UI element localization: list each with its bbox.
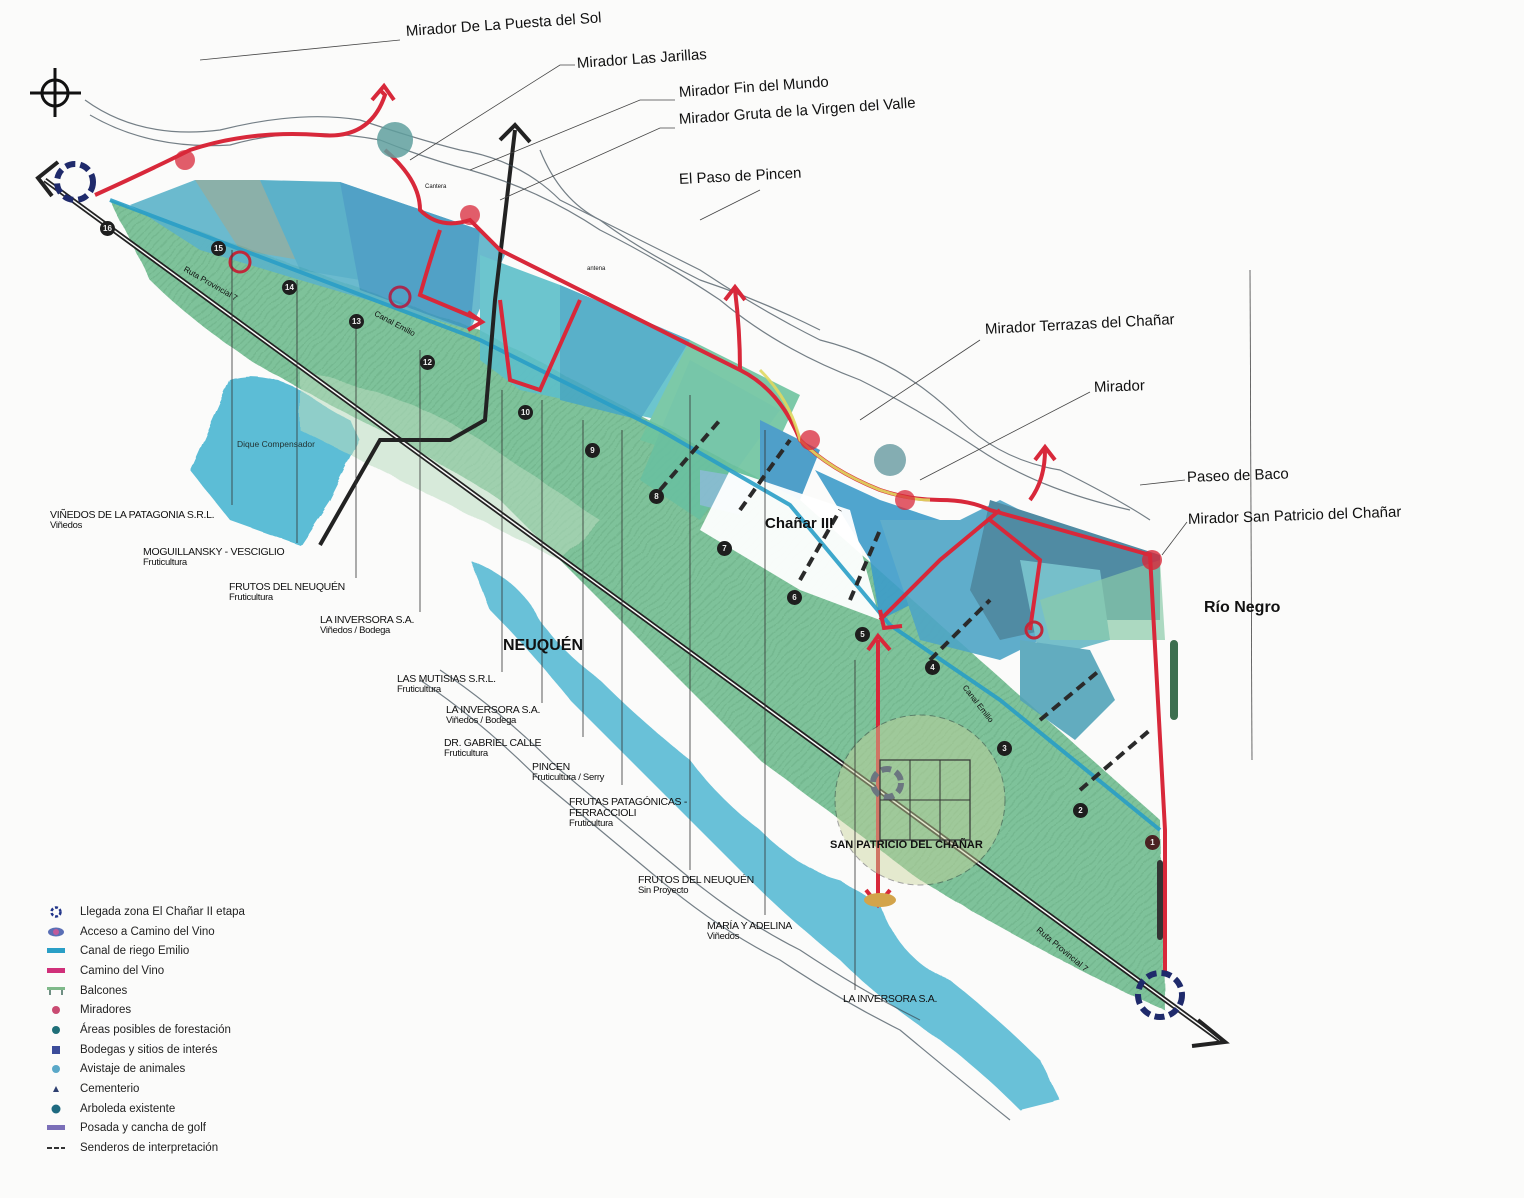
owner-lines	[231, 250, 856, 990]
legend-item: Senderos de interpretación	[46, 1138, 306, 1158]
numbered-point: 5	[855, 627, 870, 642]
numbered-point: 8	[649, 489, 664, 504]
map-legend: Llegada zona El Chañar II etapa Acceso a…	[46, 902, 306, 1158]
numbered-point: 3	[997, 741, 1012, 756]
owner-label: LAS MUTISIAS S.R.L.Fruticultura	[397, 673, 496, 696]
numbered-point: 7	[717, 541, 732, 556]
contour-lines	[84, 99, 1151, 1121]
legend-item: Avistaje de animales	[46, 1060, 306, 1080]
owner-label: LA INVERSORA S.A.Viñedos / Bodega	[446, 704, 541, 727]
numbered-point: 9	[585, 443, 600, 458]
legend-item: Llegada zona El Chañar II etapa	[46, 902, 306, 922]
forest-dot-icon	[46, 1024, 66, 1036]
legend-label: Arboleda existente	[80, 1102, 176, 1115]
balcony-icon	[46, 985, 66, 997]
numbered-point: 16	[100, 221, 115, 236]
numbered-point: 13	[349, 314, 364, 329]
legend-item: Arboleda existente	[46, 1099, 306, 1119]
trails	[658, 418, 1152, 792]
legend-label: Áreas posibles de forestación	[80, 1023, 231, 1036]
legend-item: Cementerio	[46, 1079, 306, 1099]
numbered-point: 6	[787, 590, 802, 605]
legend-item: Áreas posibles de forestación	[46, 1020, 306, 1040]
legend-label: Senderos de interpretación	[80, 1142, 219, 1155]
owner-label: LA INVERSORA S.A.Viñedos / Bodega	[320, 614, 415, 637]
parcels	[130, 180, 1165, 740]
border-strip	[1170, 640, 1178, 720]
legend-item: Bodegas y sitios de interés	[46, 1040, 306, 1060]
label-cantera: Cantera	[425, 184, 447, 190]
legend-label: Balcones	[80, 984, 128, 997]
label-antena: antena	[587, 266, 606, 272]
legend-label: Miradores	[80, 1004, 132, 1017]
north-arrow-icon	[30, 68, 81, 117]
wine-route-icon	[46, 965, 66, 977]
owner-label: LA INVERSORA S.A.	[843, 993, 938, 1005]
numbered-point: 12	[420, 355, 435, 370]
label-neuquen: NEUQUÉN	[503, 637, 584, 654]
tree-dot-icon	[46, 1103, 66, 1115]
legend-label: Camino del Vino	[80, 964, 165, 977]
legend-item: Acceso a Camino del Vino	[46, 922, 306, 942]
legend-label: Llegada zona El Chañar II etapa	[80, 905, 245, 918]
legend-item: Miradores	[46, 1000, 306, 1020]
dashed-ring-icon	[46, 906, 66, 918]
owner-label: VIÑEDOS DE LA PATAGONIA S.R.L.Viñedos	[50, 509, 215, 532]
ruta-provincial-7	[35, 160, 1230, 1048]
legend-label: Avistaje de animales	[80, 1063, 186, 1076]
legend-item: Posada y cancha de golf	[46, 1119, 306, 1139]
numbered-point: 14	[282, 280, 297, 295]
label-san-patricio: SAN PATRICIO DEL CHAÑAR	[830, 839, 983, 851]
numbered-point: 2	[1073, 803, 1088, 818]
label-chanar-iii: Chañar III	[765, 515, 834, 532]
label-dique-compensador: Dique Compensador	[237, 439, 315, 449]
canal-line-icon	[46, 945, 66, 957]
mirador-dot-icon	[46, 1004, 66, 1016]
trail-icon	[46, 1142, 66, 1154]
numbered-point: 10	[518, 405, 533, 420]
cemetery-icon	[46, 1083, 66, 1095]
legend-label: Acceso a Camino del Vino	[80, 925, 215, 938]
numbered-point: 4	[925, 660, 940, 675]
legend-item: Camino del Vino	[46, 961, 306, 981]
legend-item: Canal de riego Emilio	[46, 941, 306, 961]
san-patricio-town	[834, 714, 1006, 907]
legend-label: Cementerio	[80, 1083, 140, 1096]
legend-label: Canal de riego Emilio	[80, 945, 190, 958]
canal-emilio	[109, 198, 1162, 832]
secondary-road	[318, 129, 517, 546]
legend-label: Bodegas y sitios de interés	[80, 1043, 218, 1056]
numbered-point: 1	[1145, 835, 1160, 850]
mirador-markers	[175, 122, 1162, 640]
numbered-point: 15	[211, 241, 226, 256]
callout-mirador: Mirador	[1093, 377, 1146, 396]
inn-golf-icon	[46, 1122, 66, 1134]
legend-item: Balcones	[46, 981, 306, 1001]
arrival-rings	[54, 161, 1185, 1020]
chanar-iii-area	[700, 470, 880, 620]
legend-label: Posada y cancha de golf	[80, 1122, 206, 1135]
animal-dot-icon	[46, 1063, 66, 1075]
leader-lines	[199, 39, 1253, 761]
winery-icon	[46, 1044, 66, 1056]
access-blob-icon	[46, 926, 66, 938]
label-rio-negro: Río Negro	[1204, 599, 1281, 616]
callout-paseo-de-baco: Paseo de Baco	[1186, 465, 1289, 486]
